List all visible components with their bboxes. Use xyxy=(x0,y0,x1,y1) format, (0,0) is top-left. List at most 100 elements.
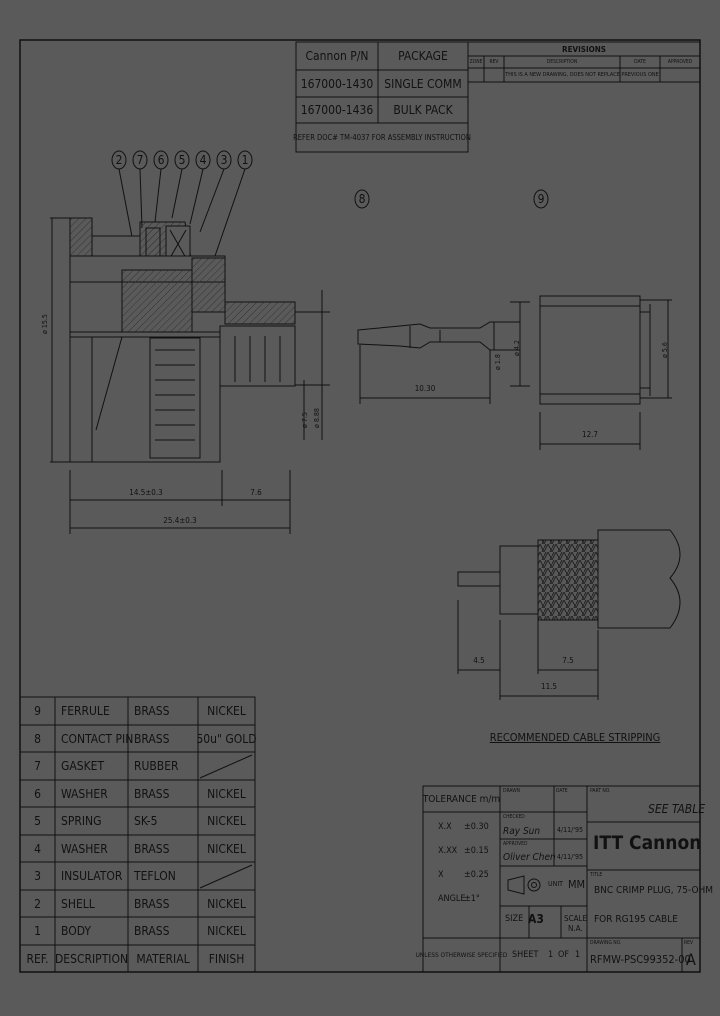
drawn-date: 4/11/'95 xyxy=(557,826,584,834)
bom-ref: 4 xyxy=(34,841,41,856)
balloon-2: 2 xyxy=(115,153,123,167)
bom-desc: CONTACT PIN xyxy=(61,731,134,746)
bom-fin: NICKEL xyxy=(207,896,246,911)
bom-fin: NICKEL xyxy=(207,924,246,938)
bom-header-finish: FINISH xyxy=(208,951,245,966)
bom-ref: 9 xyxy=(34,704,41,718)
approved-by: Oliver Chen xyxy=(503,852,556,863)
tol-key-2: X.XX xyxy=(438,846,458,856)
dim-body-dia: ø 15.5 xyxy=(41,314,49,334)
approved-date: 4/11/'95 xyxy=(557,853,584,861)
balloon-5: 5 xyxy=(178,153,186,167)
cable-stripping xyxy=(457,529,681,700)
bom-ref: 1 xyxy=(34,924,41,938)
bom-mat: BRASS xyxy=(134,896,170,911)
balloon-6: 6 xyxy=(157,153,165,167)
bom-ref: 5 xyxy=(34,814,41,828)
title-line-2: FOR RG195 CABLE xyxy=(594,914,678,925)
drawing-no-label: DRAWING NO. xyxy=(590,940,622,946)
title-label: TITLE xyxy=(590,872,603,878)
sheet-label: SHEET xyxy=(512,950,539,960)
projection-symbol xyxy=(507,875,541,895)
balloons xyxy=(111,150,549,257)
bom-table xyxy=(19,696,256,973)
package-row2-pn: 167000-1436 xyxy=(300,103,374,117)
bom-header-ref: REF. xyxy=(26,951,49,966)
bom-mat: SK-5 xyxy=(134,814,158,828)
sheet-total: 1 xyxy=(575,950,581,960)
bom-desc: GASKET xyxy=(61,759,105,773)
dim-pin-len: 10.30 xyxy=(414,383,436,393)
bom-desc: BODY xyxy=(61,924,91,938)
rev-header-date: DATE xyxy=(634,59,646,65)
revisions-table xyxy=(467,41,701,83)
view-label-8: 8 xyxy=(358,192,366,206)
drawing-no: RFMW-PSC99352-00 xyxy=(590,953,691,966)
bom-mat: BRASS xyxy=(134,731,170,746)
drawn-by: Ray Sun xyxy=(503,826,541,837)
package-table xyxy=(295,41,469,153)
dim-ferrule-inner: ø 4.2 xyxy=(513,340,521,356)
sheet-frame xyxy=(19,39,701,973)
checked-label: CHECKED xyxy=(503,814,525,820)
bom-desc: WASHER xyxy=(61,841,108,856)
bom-mat: BRASS xyxy=(134,704,170,718)
dim-len-14: 14.5±0.3 xyxy=(129,487,163,497)
revisions-title: REVISIONS xyxy=(562,44,606,54)
package-row1-package: SINGLE COMM xyxy=(384,76,462,91)
tol-key-3: X xyxy=(438,870,444,880)
unit-label: UNIT xyxy=(548,880,564,888)
tol-val-3: ±0.25 xyxy=(464,870,489,880)
bom-mat: BRASS xyxy=(134,924,170,938)
company-name: ITT Cannon xyxy=(593,832,702,854)
view-label-9: 9 xyxy=(537,192,545,206)
scale-label: SCALE xyxy=(564,914,588,923)
dim-ferrule-dia2: ø 8.88 xyxy=(313,408,321,428)
balloon-1: 1 xyxy=(241,153,249,167)
dim-len-25: 25.4±0.3 xyxy=(163,515,197,525)
bom-header-material: MATERIAL xyxy=(136,951,190,966)
package-header-pn: Cannon P/N xyxy=(305,49,369,63)
bom-desc: WASHER xyxy=(61,786,108,801)
package-row2-package: BULK PACK xyxy=(393,103,453,117)
approved-label: APPROVED xyxy=(503,841,528,847)
bom-fin: NICKEL xyxy=(207,814,246,828)
dim-len-7: 7.6 xyxy=(250,487,262,497)
tol-val-4: ±1° xyxy=(464,894,480,904)
sheet-number: 1 xyxy=(548,950,554,960)
size-label: SIZE xyxy=(505,914,524,924)
bom-header-description: DESCRIPTION xyxy=(54,951,129,966)
rev-header-zone: ZONE xyxy=(469,59,483,65)
bom-fin: NICKEL xyxy=(207,786,246,801)
balloon-7: 7 xyxy=(136,153,144,167)
rev-value: A xyxy=(686,950,696,969)
bom-fin: 50u" GOLD xyxy=(196,731,257,746)
tol-key-1: X.X xyxy=(438,822,452,832)
dim-ferrule-outer: ø 5.6 xyxy=(661,342,669,358)
unit-value: MM xyxy=(568,878,586,891)
part-no-value: SEE TABLE xyxy=(648,802,706,816)
bom-ref: 3 xyxy=(34,869,41,883)
dim-pin-dia: ø 1.8 xyxy=(494,354,502,370)
tol-key-4: ANGLE xyxy=(438,894,466,904)
part-no-label: PART NO. xyxy=(590,788,611,794)
title-block xyxy=(422,785,701,973)
bom-mat: TEFLON xyxy=(134,869,176,883)
rev-note: THIS IS A NEW DRAWING, DOES NOT REPLACE … xyxy=(505,72,659,78)
bom-mat: RUBBER xyxy=(134,759,179,773)
bom-ref: 2 xyxy=(34,896,41,911)
date-label: DATE xyxy=(556,788,568,794)
tol-val-2: ±0.15 xyxy=(464,846,489,856)
rev-header-rev: REV xyxy=(489,59,499,65)
bom-ref: 6 xyxy=(34,786,41,801)
rev-header-approved: APPROVED xyxy=(667,59,693,65)
main-dimension-lines xyxy=(69,470,291,534)
package-header-package: PACKAGE xyxy=(398,49,448,63)
bom-fin: NICKEL xyxy=(207,704,246,718)
bom-mat: BRASS xyxy=(134,841,170,856)
sheet-of: OF xyxy=(558,950,570,960)
bom-desc: SPRING xyxy=(61,814,102,828)
bom-fin: NICKEL xyxy=(207,841,246,856)
package-row1-pn: 167000-1430 xyxy=(300,76,374,91)
